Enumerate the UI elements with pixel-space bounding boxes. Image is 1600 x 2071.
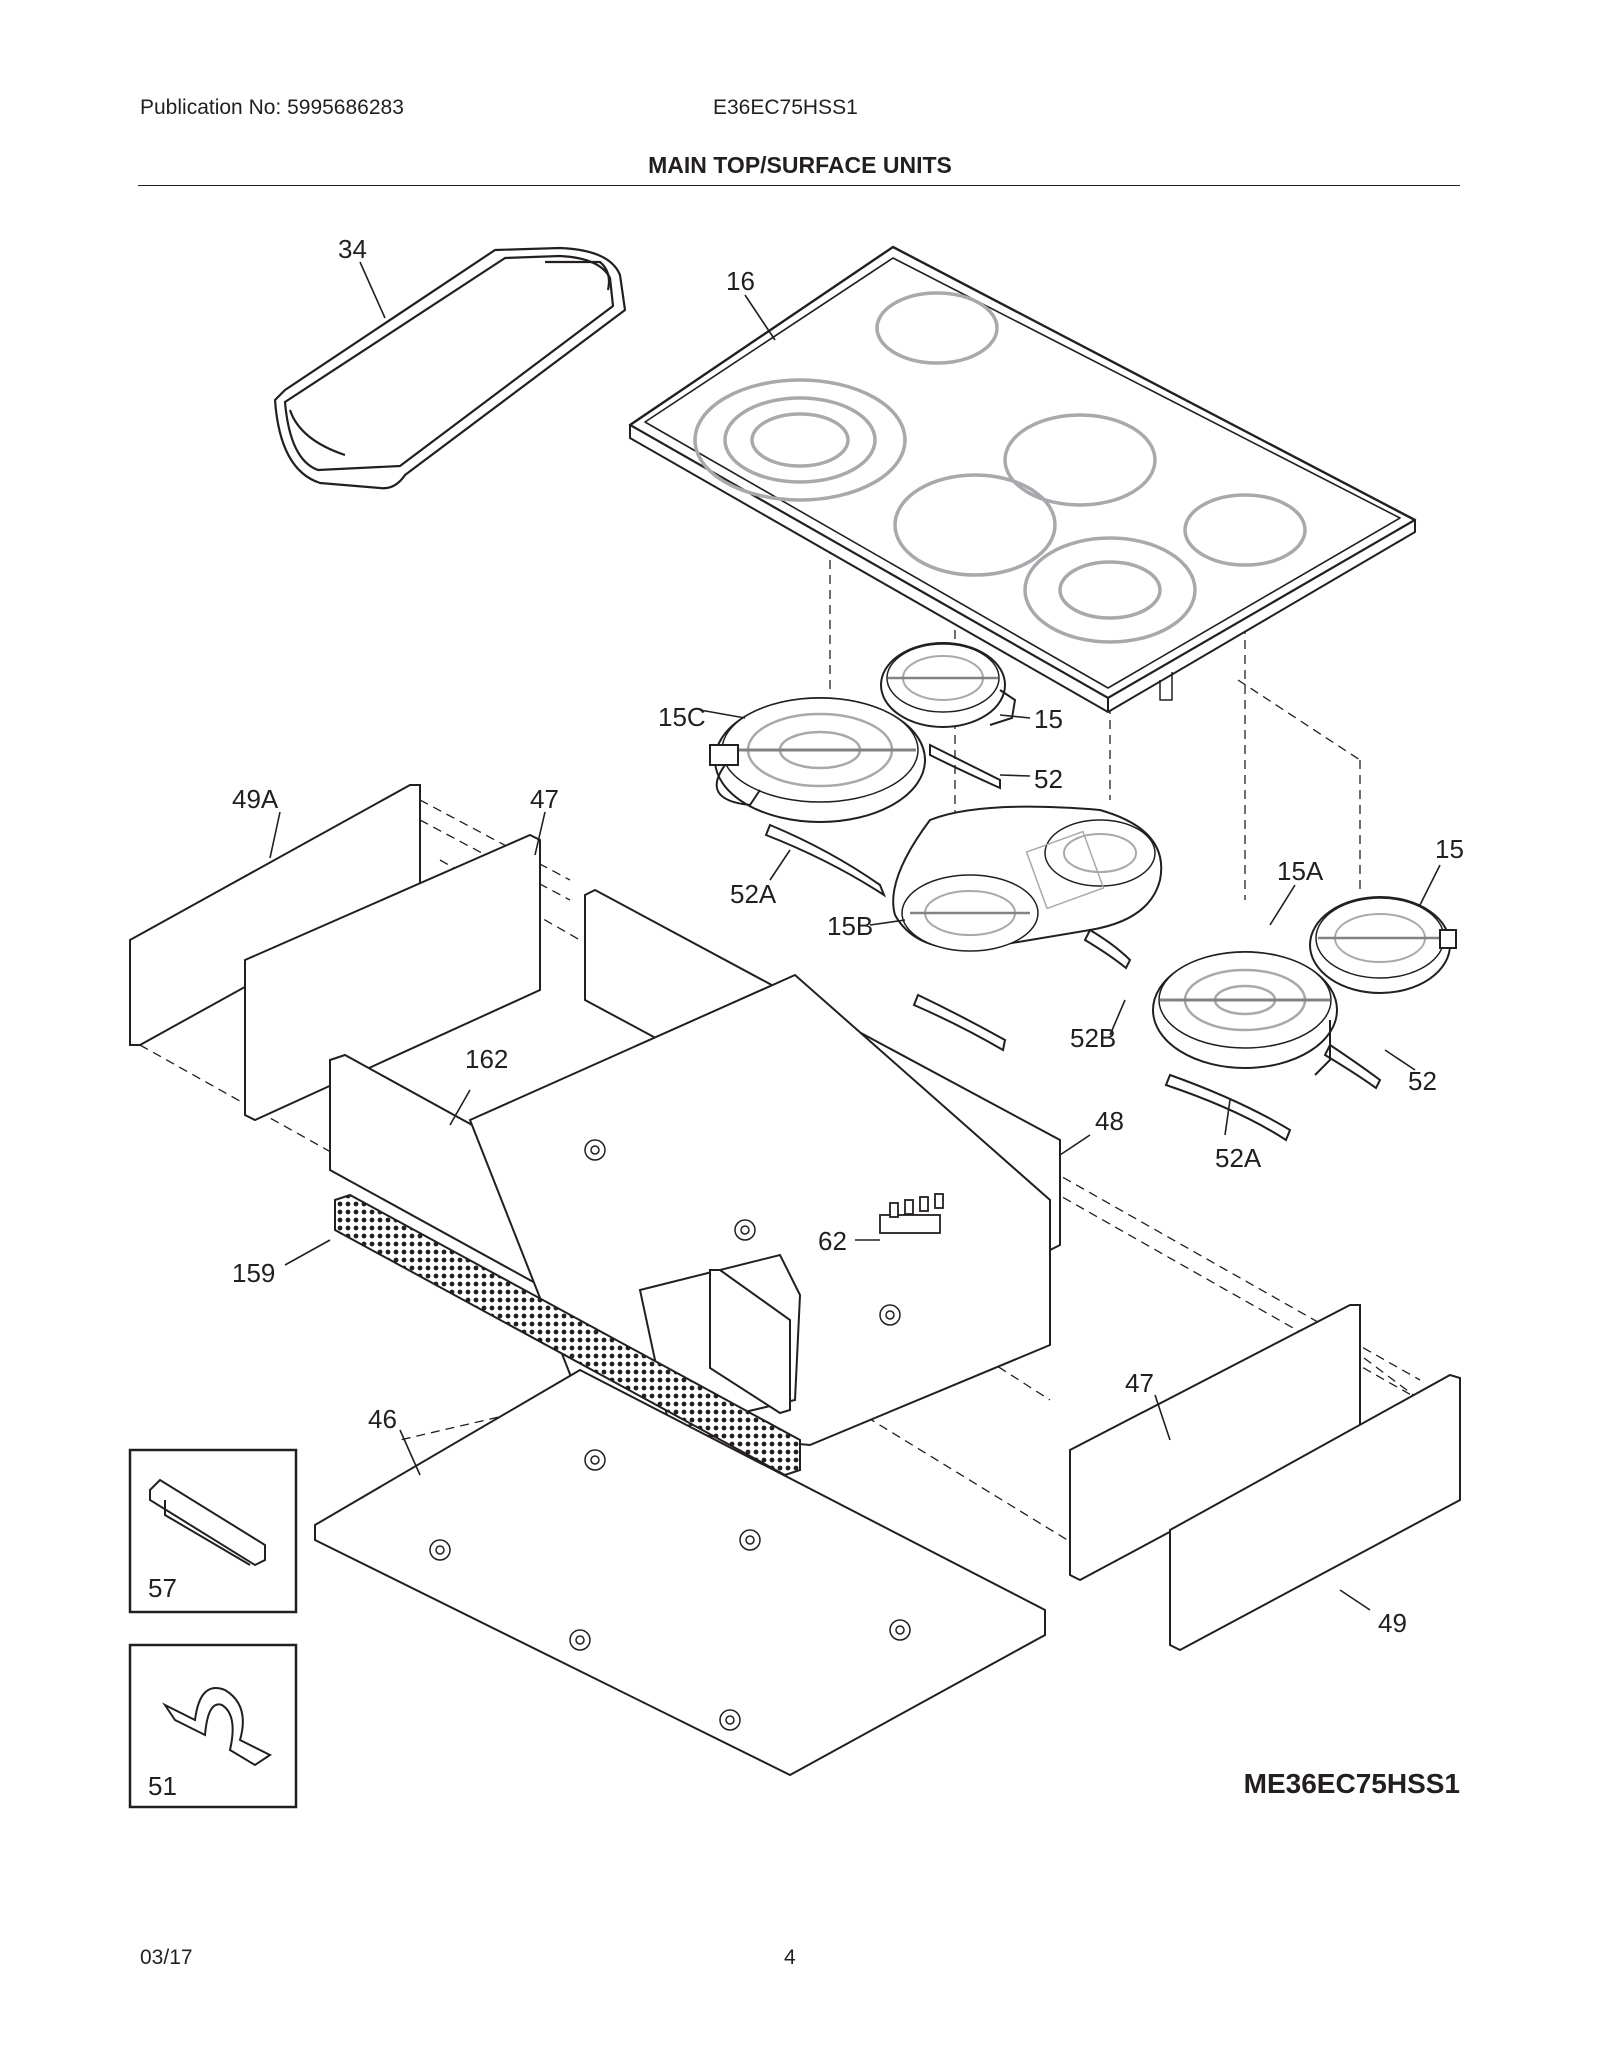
inset-57 (128, 1448, 298, 1614)
label-15-right: 15 (1435, 834, 1464, 864)
model-number: E36EC75HSS1 (713, 96, 858, 119)
label-52a-right: 52A (1215, 1143, 1262, 1173)
label-47-left: 47 (530, 784, 559, 814)
label-49a: 49A (232, 784, 279, 814)
label-162: 162 (465, 1044, 508, 1074)
label-47-right: 47 (1125, 1368, 1154, 1398)
label-15c: 15C (658, 702, 706, 732)
label-48: 48 (1095, 1106, 1124, 1136)
base-pan (468, 973, 1051, 1447)
element-15b (892, 805, 1163, 952)
mounting-brackets (764, 743, 1382, 1142)
label-159: 159 (232, 1258, 275, 1288)
element-15-right (1309, 896, 1457, 994)
label-62: 62 (818, 1226, 847, 1256)
vent-grille (334, 1193, 801, 1477)
diagram-code: ME36EC75HSS1 (1243, 1768, 1460, 1799)
element-15-rear (880, 642, 1017, 728)
inset-51 (128, 1643, 298, 1809)
revision-date: 03/17 (140, 1946, 193, 1969)
griddle (273, 246, 627, 490)
label-15a: 15A (1277, 856, 1324, 886)
page-title: MAIN TOP/SURFACE UNITS (648, 152, 952, 178)
label-57: 57 (148, 1573, 177, 1603)
title-rule (138, 185, 1460, 186)
label-46: 46 (368, 1404, 397, 1434)
label-49: 49 (1378, 1608, 1407, 1638)
bottom-panel (314, 1139, 1046, 1777)
label-15-front: 15 (1034, 704, 1063, 734)
page-number: 4 (784, 1946, 796, 1969)
element-15c (709, 697, 926, 823)
element-15a (1152, 951, 1338, 1076)
glass-cooktop (628, 245, 1417, 713)
label-15b: 15B (827, 911, 873, 941)
label-51: 51 (148, 1771, 177, 1801)
terminal-block (879, 1193, 944, 1234)
publication-number: Publication No: 5995686283 (140, 96, 404, 119)
label-52-right: 52 (1408, 1066, 1437, 1096)
surface-elements (709, 642, 1457, 1076)
leader-lines (269, 261, 1441, 1611)
label-34: 34 (338, 234, 367, 264)
label-52b: 52B (1070, 1023, 1116, 1053)
label-52-top: 52 (1034, 764, 1063, 794)
label-52a-left: 52A (730, 879, 777, 909)
label-16: 16 (726, 266, 755, 296)
